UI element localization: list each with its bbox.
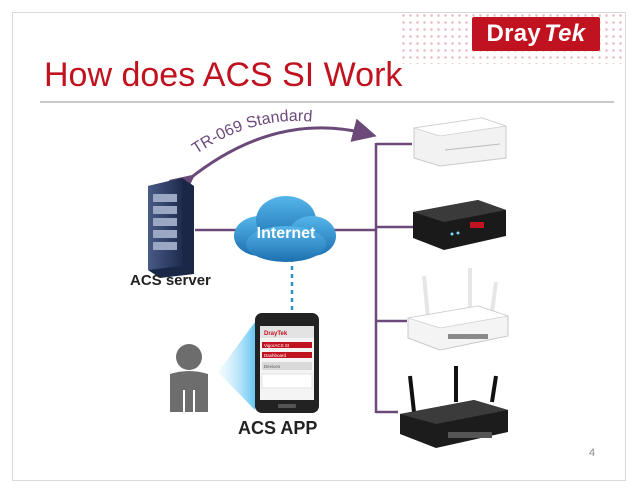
black-router-icon: [413, 200, 506, 250]
user-person-icon: [170, 344, 208, 412]
vigor-router-black-icon: [400, 366, 508, 448]
white-modem-icon: [414, 118, 506, 166]
tr069-label-path: TR-069 Standard: [189, 108, 313, 158]
phone-row-1: VigorACS SI: [264, 343, 289, 348]
phone-row-3: Devices: [264, 364, 281, 369]
app-beam: [218, 322, 255, 410]
acs-server-label: ACS server: [130, 272, 211, 289]
phone-row-2: Dashboard: [264, 353, 287, 358]
smartphone-icon: [255, 313, 319, 413]
internet-label: Internet: [257, 225, 316, 242]
wifi-router-white-icon: [408, 268, 508, 350]
acs-app-label: ACS APP: [238, 418, 317, 439]
acs-server-icon: [148, 178, 194, 278]
phone-brand-text: DrayTek: [264, 331, 288, 337]
tr069-label: TR-069 Standard: [189, 108, 313, 158]
page-number: 4: [589, 447, 595, 459]
